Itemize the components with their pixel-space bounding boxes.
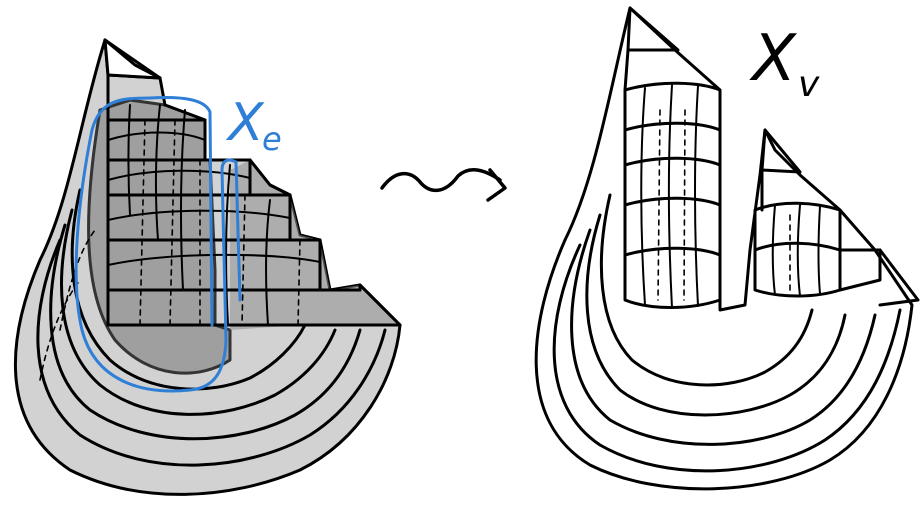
- left-band-3: [60, 208, 337, 416]
- left-pillar-shade: [103, 38, 162, 80]
- right-left-tower: [623, 81, 722, 309]
- label-x-e-main: X: [225, 93, 265, 153]
- right-small-tower: [753, 128, 920, 307]
- right-complex: [534, 6, 920, 491]
- left-band-4: [70, 188, 307, 391]
- edge-neighborhood-outline: [74, 96, 242, 393]
- left-band-1: [36, 238, 387, 467]
- squiggle-arrow-icon: [380, 168, 507, 202]
- left-dark-region-2: [230, 160, 400, 330]
- left-grid: [39, 104, 402, 381]
- edge-neighborhood-inner: [148, 96, 214, 327]
- left-band-2: [49, 223, 362, 441]
- right-band-1: [552, 243, 902, 473]
- left-dark-region: [87, 98, 232, 375]
- label-x-v-main: X: [749, 22, 797, 96]
- right-pillar-stem: [623, 48, 630, 92]
- right-band-2: [570, 228, 877, 446]
- right-pillar-tip: [626, 6, 680, 52]
- right-band-3: [585, 213, 847, 417]
- label-x-v: X v: [749, 22, 820, 105]
- label-x-e-sub: e: [262, 120, 282, 158]
- left-complex: [13, 38, 402, 496]
- label-x-v-sub: v: [798, 64, 820, 105]
- right-band-4: [599, 193, 814, 387]
- label-x-e: X e: [225, 93, 282, 158]
